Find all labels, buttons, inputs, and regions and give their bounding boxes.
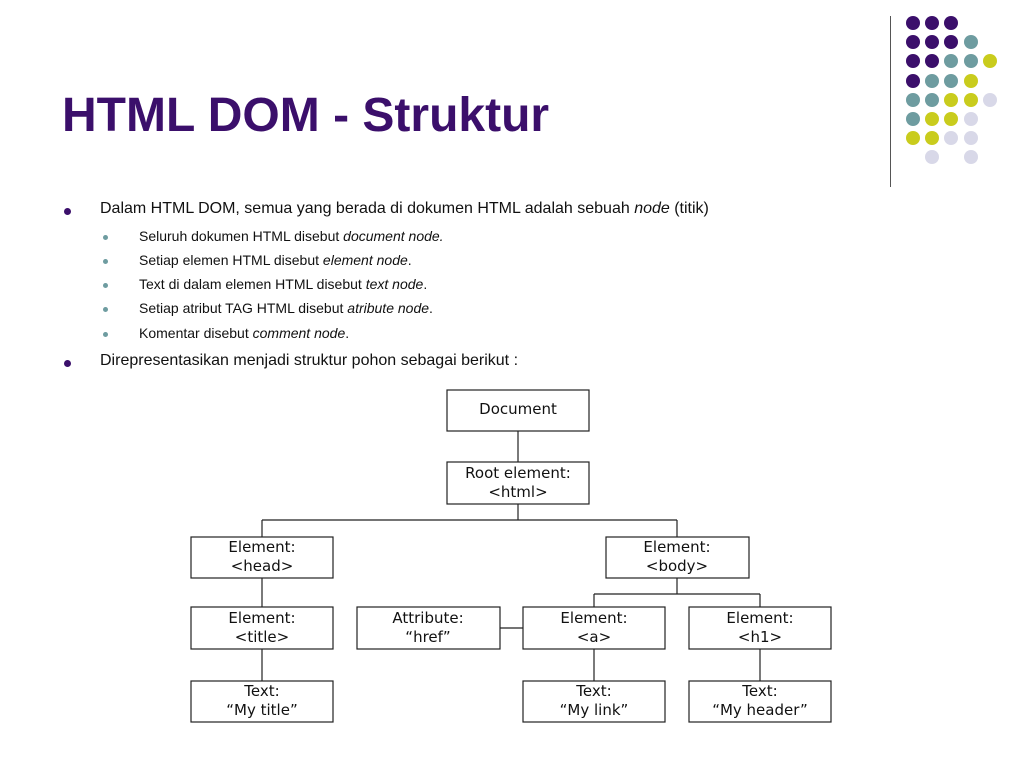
- decorative-dot: [944, 54, 959, 69]
- node-text-header: Text: “My header”: [688, 680, 832, 723]
- decorative-dot: [925, 35, 940, 50]
- decorative-dot: [906, 131, 920, 146]
- node-text-header-value: “My header”: [712, 701, 808, 719]
- decorative-dot: [963, 35, 978, 50]
- node-root-tag: <html>: [488, 483, 547, 501]
- decorative-dot: [944, 35, 959, 50]
- decorative-dot: [906, 35, 920, 50]
- node-body-element: Element: <body>: [605, 536, 750, 579]
- node-title-label: Element:: [228, 609, 295, 627]
- node-head-element: Element: <head>: [190, 536, 334, 579]
- decorative-dot: [944, 131, 959, 146]
- decorative-dot: [906, 112, 920, 126]
- node-text-title-label: Text:: [243, 682, 279, 700]
- node-head-label: Element:: [228, 538, 295, 556]
- node-a-label: Element:: [560, 609, 627, 627]
- node-document: Document: [446, 389, 590, 432]
- slide-title: HTML DOM - Struktur: [62, 89, 550, 142]
- decorative-dot: [944, 112, 959, 126]
- decorative-dot: [925, 92, 940, 107]
- node-text-link-label: Text:: [575, 682, 611, 700]
- node-h1-element: Element: <h1>: [688, 606, 832, 650]
- decorative-dot: [944, 73, 959, 88]
- decorative-dot: [925, 131, 940, 146]
- decorative-dot: [906, 73, 920, 88]
- decorative-dot: [906, 54, 920, 69]
- decorative-dot: [963, 54, 978, 69]
- node-attr-value: “href”: [405, 628, 450, 646]
- node-body-tag: <body>: [646, 557, 708, 575]
- decorative-dot: [944, 16, 959, 30]
- node-text-header-label: Text:: [741, 682, 777, 700]
- decorative-dot: [982, 92, 997, 107]
- bullet-item-tree-intro: Direpresentasikan menjadi struktur pohon…: [63, 352, 519, 369]
- decorative-dot: [963, 73, 978, 88]
- decorative-dot: [925, 112, 940, 126]
- node-body-label: Element:: [643, 538, 710, 556]
- node-attribute-href: Attribute: “href”: [356, 606, 501, 650]
- node-text-link-value: “My link”: [560, 701, 629, 719]
- node-text-title-value: “My title”: [226, 701, 297, 719]
- node-head-tag: <head>: [231, 557, 294, 575]
- node-title-tag: <title>: [235, 628, 289, 646]
- bullet-item-dom-node: Dalam HTML DOM, semua yang berada di dok…: [64, 200, 709, 217]
- sub-bullet-element-node: Setiap elemen HTML disebut element node.: [103, 252, 412, 268]
- decorative-dot: [925, 16, 940, 30]
- node-root-label: Root element:: [465, 464, 571, 482]
- sub-bullet-text-node: Text di dalam elemen HTML disebut text n…: [102, 276, 428, 292]
- decorative-dot: [963, 92, 978, 107]
- sub-bullet-attribute-node: Setiap atribut TAG HTML disebut atribute…: [103, 300, 433, 316]
- node-document-label: Document: [479, 400, 557, 418]
- sub-bullet-comment-node: Komentar disebut comment node.: [102, 325, 350, 341]
- decorative-dot: [906, 16, 920, 30]
- node-attr-label: Attribute:: [392, 609, 463, 627]
- decorative-dot: [925, 73, 940, 88]
- decorative-dot: [963, 150, 978, 165]
- decorative-dot: [944, 92, 959, 107]
- vertical-divider: [890, 16, 891, 187]
- node-h1-label: Element:: [726, 609, 793, 627]
- node-a-tag: <a>: [577, 628, 611, 646]
- decorative-dot: [963, 131, 978, 146]
- node-a-element: Element: <a>: [522, 606, 666, 650]
- node-title-element: Element: <title>: [190, 606, 334, 650]
- node-text-link: Text: “My link”: [522, 680, 666, 723]
- decorative-dot: [982, 54, 997, 69]
- node-h1-tag: <h1>: [738, 628, 782, 646]
- node-root-element: Root element: <html>: [446, 461, 590, 505]
- sub-bullet-document-node: Seluruh dokumen HTML disebut document no…: [103, 228, 444, 244]
- decorative-dot: [963, 112, 978, 126]
- decorative-dot-grid: [906, 16, 1016, 166]
- decorative-dot: [925, 54, 940, 69]
- decorative-dot: [906, 92, 920, 107]
- node-text-title: Text: “My title”: [190, 680, 334, 723]
- decorative-dot: [925, 150, 940, 165]
